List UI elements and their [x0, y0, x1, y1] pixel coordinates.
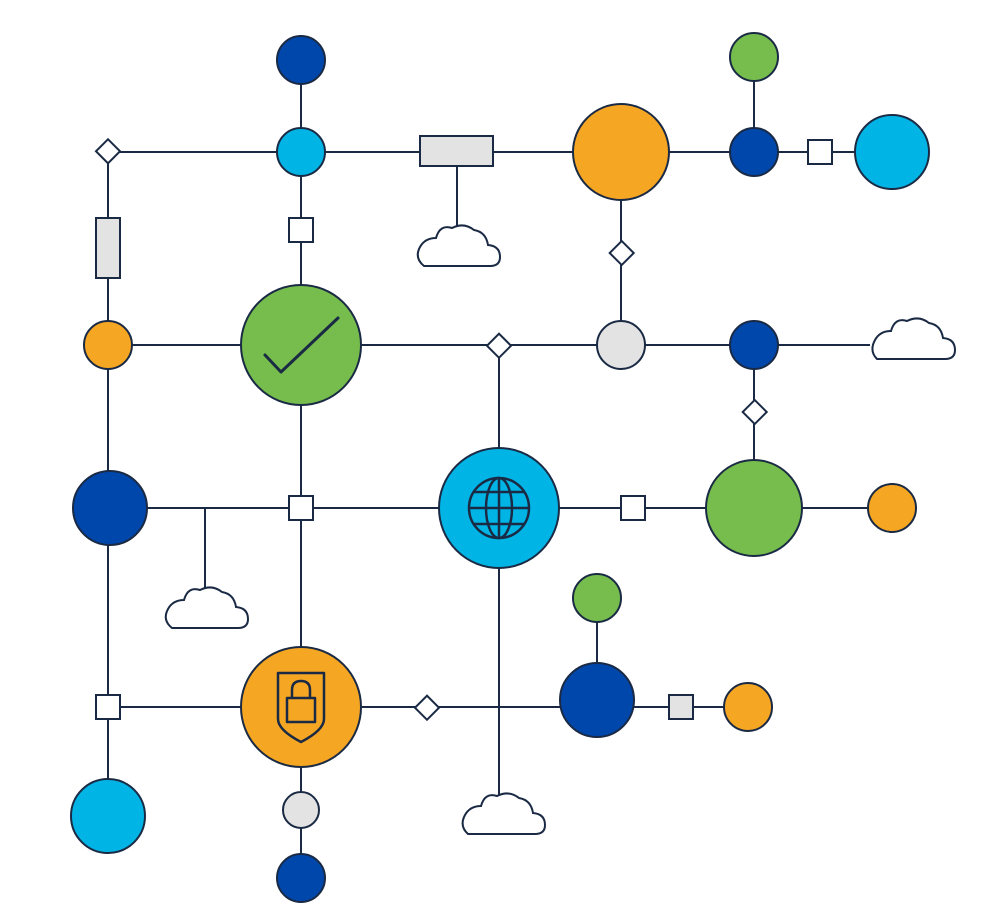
globe-icon — [467, 476, 531, 540]
diamond-junction — [413, 694, 441, 722]
node-green — [729, 32, 779, 82]
node-light-blue-large — [854, 114, 930, 190]
square-junction — [288, 217, 314, 243]
node-gray — [596, 320, 646, 370]
lock-shield-icon — [276, 671, 326, 744]
node-dark-blue — [729, 127, 779, 177]
diamond-junction — [94, 137, 122, 165]
node-orange — [723, 682, 773, 732]
square-junction — [95, 694, 121, 720]
node-green-large — [705, 459, 803, 557]
node-dark-blue-large — [559, 662, 635, 738]
node-gray — [282, 791, 320, 829]
node-orange-large — [572, 103, 670, 201]
node-orange-lock — [240, 646, 362, 768]
checkmark-icon — [263, 316, 340, 374]
square-junction — [807, 139, 833, 165]
clouds — [164, 224, 957, 835]
diamond-junction — [485, 332, 513, 360]
connector-box — [668, 694, 694, 720]
node-dark-blue — [729, 320, 779, 370]
node-green — [572, 573, 622, 623]
square-junction — [288, 495, 314, 521]
square-junction — [620, 495, 646, 521]
node-dark-blue — [276, 853, 326, 903]
connector-box — [419, 135, 494, 167]
diagram-nodes — [70, 32, 930, 903]
cloud-icon — [461, 792, 547, 835]
node-orange — [83, 320, 133, 370]
cloud-icon — [871, 317, 957, 360]
node-light-blue-large — [70, 778, 146, 854]
connector-box — [95, 217, 121, 279]
diamond-junction — [608, 239, 636, 267]
node-dark-blue-large — [72, 470, 148, 546]
node-dark-blue — [276, 35, 326, 85]
cloud-icon — [164, 586, 250, 629]
node-green-check — [240, 284, 362, 406]
diamond-junction — [741, 398, 769, 426]
cloud-icon — [416, 224, 502, 267]
node-light-blue — [276, 127, 326, 177]
node-orange — [867, 483, 917, 533]
